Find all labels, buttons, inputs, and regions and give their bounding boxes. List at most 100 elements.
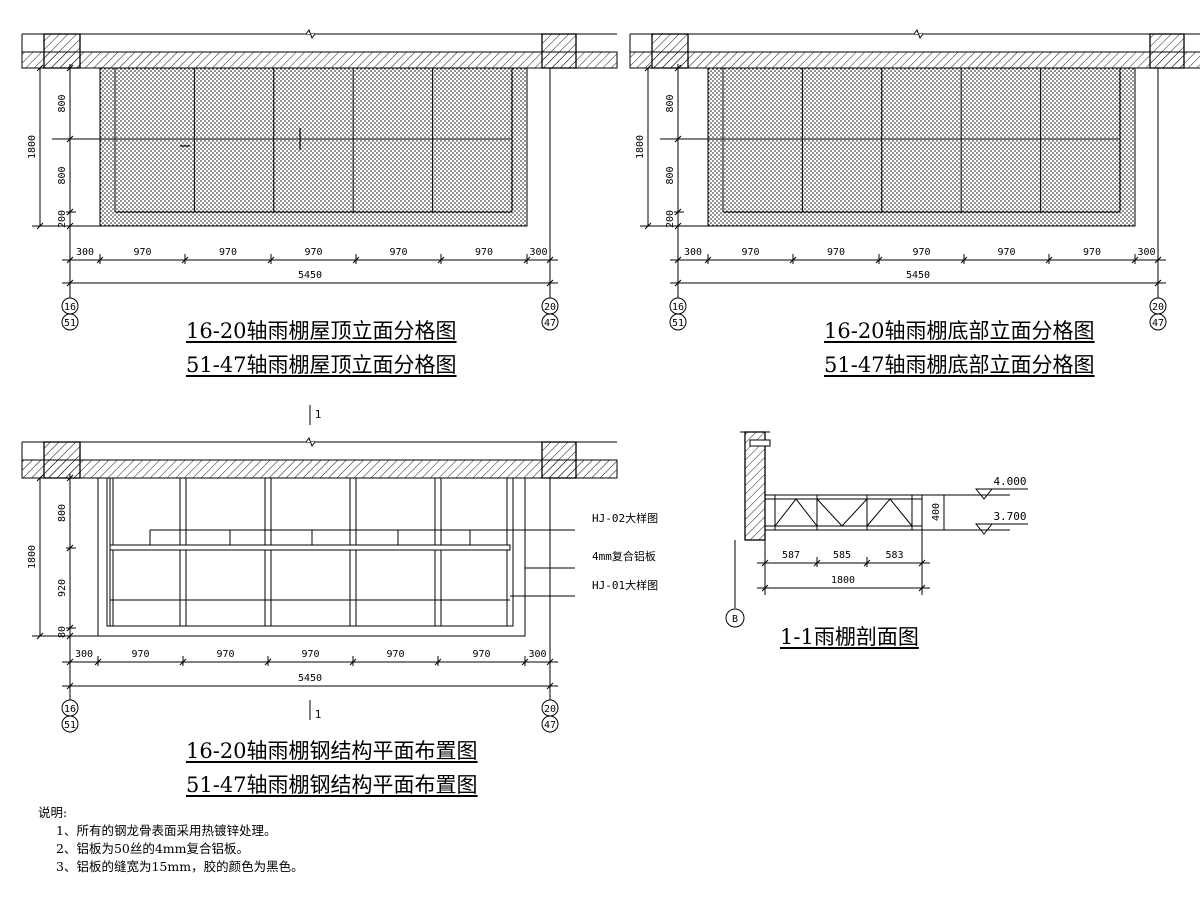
elev1-dim-label: 970	[133, 247, 151, 258]
elev2-slab	[629, 51, 1200, 69]
elev2-panel	[707, 67, 1136, 227]
elev2-dim-label: 970	[997, 247, 1015, 258]
plan-outer-frame	[97, 477, 526, 637]
elev1-dim-label: 970	[304, 247, 322, 258]
section-elev-symbol-bottom	[974, 523, 994, 535]
plan-title-1: 16-20轴雨棚钢结构平面布置图	[186, 739, 478, 763]
elev1-vdim-label: 800	[57, 94, 68, 112]
plan-dim-label: 970	[131, 649, 149, 660]
plan-callout-label-1: HJ-02大样图	[592, 511, 658, 525]
elevation-bottom-title-2: 51-47轴雨棚底部立面分格图	[824, 353, 1095, 377]
elev2-dim-label: 970	[912, 247, 930, 258]
elev2-break-mark	[913, 28, 924, 40]
plan-dim-label: 970	[216, 649, 234, 660]
elev2-vdim-label: 800	[665, 94, 676, 112]
plan-section-label-top: 1	[315, 408, 322, 421]
elev1-left-axis-label-bottom: 51	[64, 318, 76, 329]
notes-item-1: 1、所有的钢龙骨表面采用热镀锌处理。	[56, 823, 277, 838]
section-edge-right	[911, 494, 923, 531]
plan-section-label-bottom: 1	[315, 708, 322, 721]
section-truss	[866, 498, 913, 527]
elev2-dim-label: 970	[827, 247, 845, 258]
section-axis-label: B	[732, 614, 738, 625]
elev1-dim-label: 970	[389, 247, 407, 258]
section-title: 1-1雨棚剖面图	[780, 625, 919, 649]
plan-dim-label: 970	[301, 649, 319, 660]
elev1-right-axis-label-top: 20	[544, 302, 556, 313]
plan-steel-post	[264, 477, 272, 627]
plan-right-axis-label-bottom: 47	[544, 720, 556, 731]
section-wall-cap	[749, 439, 771, 447]
plan-vdim-label: 920	[57, 579, 68, 597]
elev2-dim-label: 300	[684, 247, 702, 258]
elev2-vdim-label: 800	[665, 166, 676, 184]
section-htotal-label: 1800	[831, 575, 855, 586]
plan-inner-frame	[109, 477, 514, 627]
elevation-roof-title-2: 51-47轴雨棚屋顶立面分格图	[186, 353, 457, 377]
elevation-roof-title-1: 16-20轴雨棚屋顶立面分格图	[186, 319, 457, 343]
plan-vtotal-label: 1800	[27, 545, 38, 569]
elev2-vdim-label: 200	[665, 210, 676, 228]
elev2-dim-label: 970	[1083, 247, 1101, 258]
elev2-vtotal-tick	[644, 64, 652, 72]
elevation-bottom-title-1: 16-20轴雨棚底部立面分格图	[824, 319, 1095, 343]
plan-steel-post	[434, 477, 442, 627]
elev2-left-axis-bubble-bottom	[669, 313, 687, 331]
elev1-dim-label: 300	[529, 247, 547, 258]
section-elev-symbol-top	[974, 488, 994, 500]
elev1-left-axis-bubble-bottom	[61, 313, 79, 331]
plan-column-right	[541, 441, 577, 479]
elev2-right-axis-label-top: 20	[1152, 302, 1164, 313]
section-dim-label: 587	[782, 550, 800, 561]
plan-vdim-label: 800	[57, 504, 68, 522]
elev1-right-axis-bubble-bottom	[541, 313, 559, 331]
elev2-htotal-label: 5450	[906, 270, 930, 281]
plan-vdim-label: 80	[57, 626, 68, 638]
elev2-column-right	[1149, 33, 1185, 69]
elev1-dim-label: 970	[475, 247, 493, 258]
plan-slab	[21, 459, 618, 479]
plan-dim-label: 970	[472, 649, 490, 660]
elev2-left-axis-label-top: 16	[672, 302, 684, 313]
elev1-vdim-label: 800	[57, 166, 68, 184]
plan-break-mark	[305, 436, 316, 448]
elev2-dim-label: 970	[741, 247, 759, 258]
elev1-htotal-label: 5450	[298, 270, 322, 281]
elev2-left-axis-label-bottom: 51	[672, 318, 684, 329]
plan-right-axis-label-top: 20	[544, 704, 556, 715]
section-canopy-inner	[764, 498, 923, 527]
plan-callout-label-3: HJ-01大样图	[592, 578, 658, 592]
section-truss	[774, 498, 818, 527]
plan-steel-post	[106, 477, 114, 627]
plan-steel-post	[349, 477, 357, 627]
plan-left-axis-bubble-bottom	[61, 715, 79, 733]
section-depth-label: 400	[931, 503, 942, 521]
elev1-slab	[21, 51, 618, 69]
plan-left-axis-label-bottom: 51	[64, 720, 76, 731]
plan-column-left	[43, 441, 81, 479]
elev1-column-right	[541, 33, 577, 69]
plan-title-2: 51-47轴雨棚钢结构平面布置图	[186, 773, 478, 797]
elev1-dim-label: 300	[76, 247, 94, 258]
section-axis-bubble	[725, 608, 745, 628]
section-dim-label: 585	[833, 550, 851, 561]
plan-dim-label: 300	[528, 649, 546, 660]
plan-callout-label-2: 4mm复合铝板	[592, 549, 656, 563]
section-wall	[744, 431, 766, 541]
elev1-vdim-label: 200	[57, 210, 68, 228]
plan-right-axis-bubble-bottom	[541, 715, 559, 733]
section-truss	[816, 498, 868, 527]
section-edge-left	[764, 494, 776, 531]
elev1-panel	[99, 67, 528, 227]
elev1-right-axis-label-bottom: 47	[544, 318, 556, 329]
elev1-dim-label: 970	[219, 247, 237, 258]
section-elev-bottom-label: 3.700	[993, 510, 1026, 523]
elev2-vtotal-label: 1800	[635, 135, 646, 159]
notes-block: 说明: 1、所有的钢龙骨表面采用热镀锌处理。 2、铝板为50丝的4mm复合铝板。…	[38, 804, 304, 876]
elev2-right-axis-label-bottom: 47	[1152, 318, 1164, 329]
notes-heading: 说明:	[38, 805, 68, 820]
plan-dim-label: 300	[75, 649, 93, 660]
elev1-column-left	[43, 33, 81, 69]
notes-item-2: 2、铝板为50丝的4mm复合铝板。	[56, 841, 250, 856]
